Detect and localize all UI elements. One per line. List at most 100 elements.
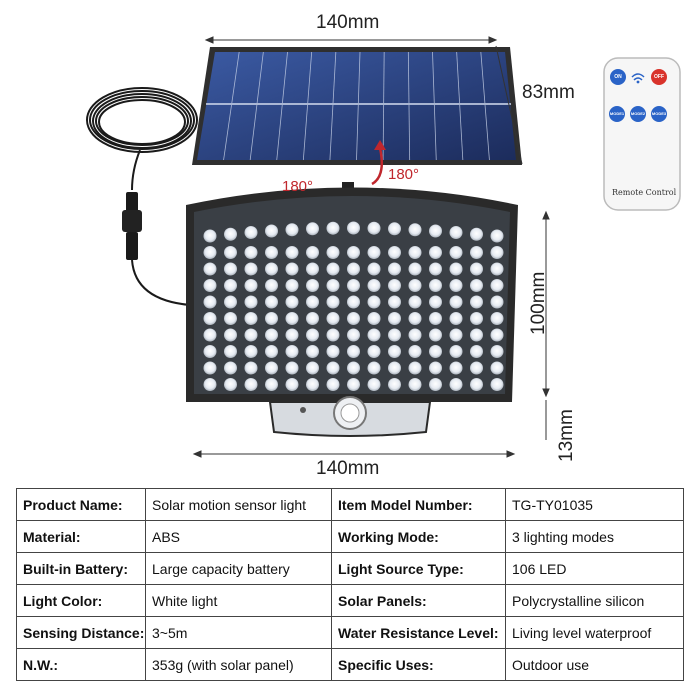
led [265,312,278,325]
spec-value: 3~5m [145,616,332,649]
sensor-height-label: 13mm [556,409,577,462]
led [203,229,217,243]
led [367,262,381,276]
led [203,361,217,375]
led [388,222,401,236]
led [244,345,258,358]
spec-value: Polycrystalline silicon [505,584,684,617]
led [285,246,299,259]
led [224,312,237,325]
led [326,361,340,375]
led [244,226,258,240]
panel-height-label: 83mm [522,82,575,103]
led [203,328,217,342]
led [326,246,340,259]
led [408,361,422,375]
led [285,262,299,276]
led [470,262,483,276]
led [285,361,299,375]
led [244,312,258,325]
led [449,295,463,309]
led [429,345,442,358]
solar-panel [192,47,522,165]
spec-value: White light [145,584,332,617]
led [449,262,463,276]
led [408,223,422,237]
led [367,295,381,309]
led [388,246,401,259]
spec-value: Solar motion sensor light [145,488,332,521]
spec-key: Material: [16,520,146,553]
led [490,378,504,391]
spec-key: Item Model Number: [331,488,506,521]
led [470,246,483,259]
led [203,279,217,292]
led [470,279,483,292]
led [285,312,299,325]
spec-value: 106 LED [505,552,684,585]
led [429,224,442,238]
led [306,345,319,358]
led [285,295,299,309]
led [388,312,401,325]
spec-value: ABS [145,520,332,553]
led [470,345,483,358]
led [347,295,360,309]
led [367,246,381,259]
spec-value: 353g (with solar panel) [145,648,332,681]
led [224,345,237,358]
led [306,312,319,325]
led [285,328,299,342]
led [224,295,237,309]
remote-mode2-label: MODE2 [630,111,646,116]
led [326,279,340,292]
spec-key: N.W.: [16,648,146,681]
remote-mode3-label: MODE3 [651,111,667,116]
led [490,328,504,342]
led [429,361,442,375]
led [306,262,319,276]
led [429,279,442,292]
led [244,246,258,259]
led [449,226,463,240]
led [244,361,258,375]
led [347,345,360,358]
led [388,328,401,342]
led [408,279,422,292]
led [347,279,360,292]
led [326,328,340,342]
spec-key: Specific Uses: [331,648,506,681]
led [306,222,319,236]
led [347,378,360,391]
led [244,295,258,309]
led [203,345,217,358]
led [265,224,278,238]
spec-key: Sensing Distance: [16,616,146,649]
led [265,328,278,342]
led [285,223,299,237]
led [429,295,442,309]
led [224,246,237,259]
remote-mode1-label: MODE1 [609,111,625,116]
led [265,345,278,358]
led [306,361,319,375]
led [367,361,381,375]
led [470,312,483,325]
led [367,221,381,235]
remote-control [603,57,681,211]
led [224,227,237,241]
led [388,361,401,375]
led [367,328,381,342]
led [203,378,217,391]
led [224,378,237,391]
spec-key: Working Mode: [331,520,506,553]
led [244,328,258,342]
led [429,262,442,276]
led [449,345,463,358]
led [367,312,381,325]
spec-key: Light Color: [16,584,146,617]
spec-value: Large capacity battery [145,552,332,585]
spec-value: Living level waterproof [505,616,684,649]
